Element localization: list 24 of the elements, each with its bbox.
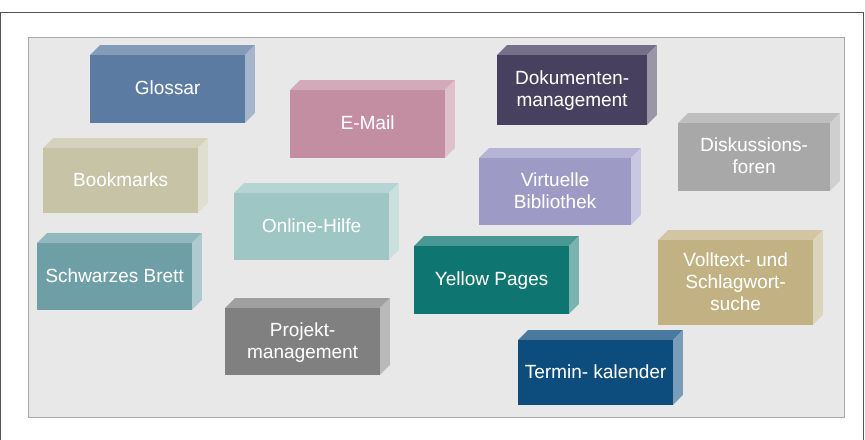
box-label: Virtuelle Bibliothek xyxy=(512,170,598,214)
box-label: Schwarzes Brett xyxy=(45,266,184,288)
3d-box xyxy=(43,138,208,213)
box-label: Glossar xyxy=(134,78,200,100)
3d-box xyxy=(658,230,823,325)
box-label: Volltext- und Schlagwort- suche xyxy=(682,250,789,316)
3d-box xyxy=(290,80,455,158)
3d-box xyxy=(90,45,255,123)
box-label: Projekt- management xyxy=(246,320,359,364)
box-label: Diskussions- foren xyxy=(699,135,809,179)
box-label: Yellow Pages xyxy=(434,269,548,291)
box-label: Dokumenten- management xyxy=(514,68,630,112)
3d-box xyxy=(225,298,390,375)
3d-box xyxy=(678,113,840,191)
3d-box xyxy=(497,45,657,125)
box-label: E-Mail xyxy=(340,113,394,135)
box-label: Termin- kalender xyxy=(524,362,666,384)
box-label: Bookmarks xyxy=(72,170,168,192)
3d-box xyxy=(37,233,202,310)
box-label: Online-Hilfe xyxy=(262,216,362,238)
3d-box xyxy=(479,148,641,225)
3d-box xyxy=(518,330,683,405)
3d-box xyxy=(234,183,399,260)
3d-box xyxy=(414,236,579,314)
